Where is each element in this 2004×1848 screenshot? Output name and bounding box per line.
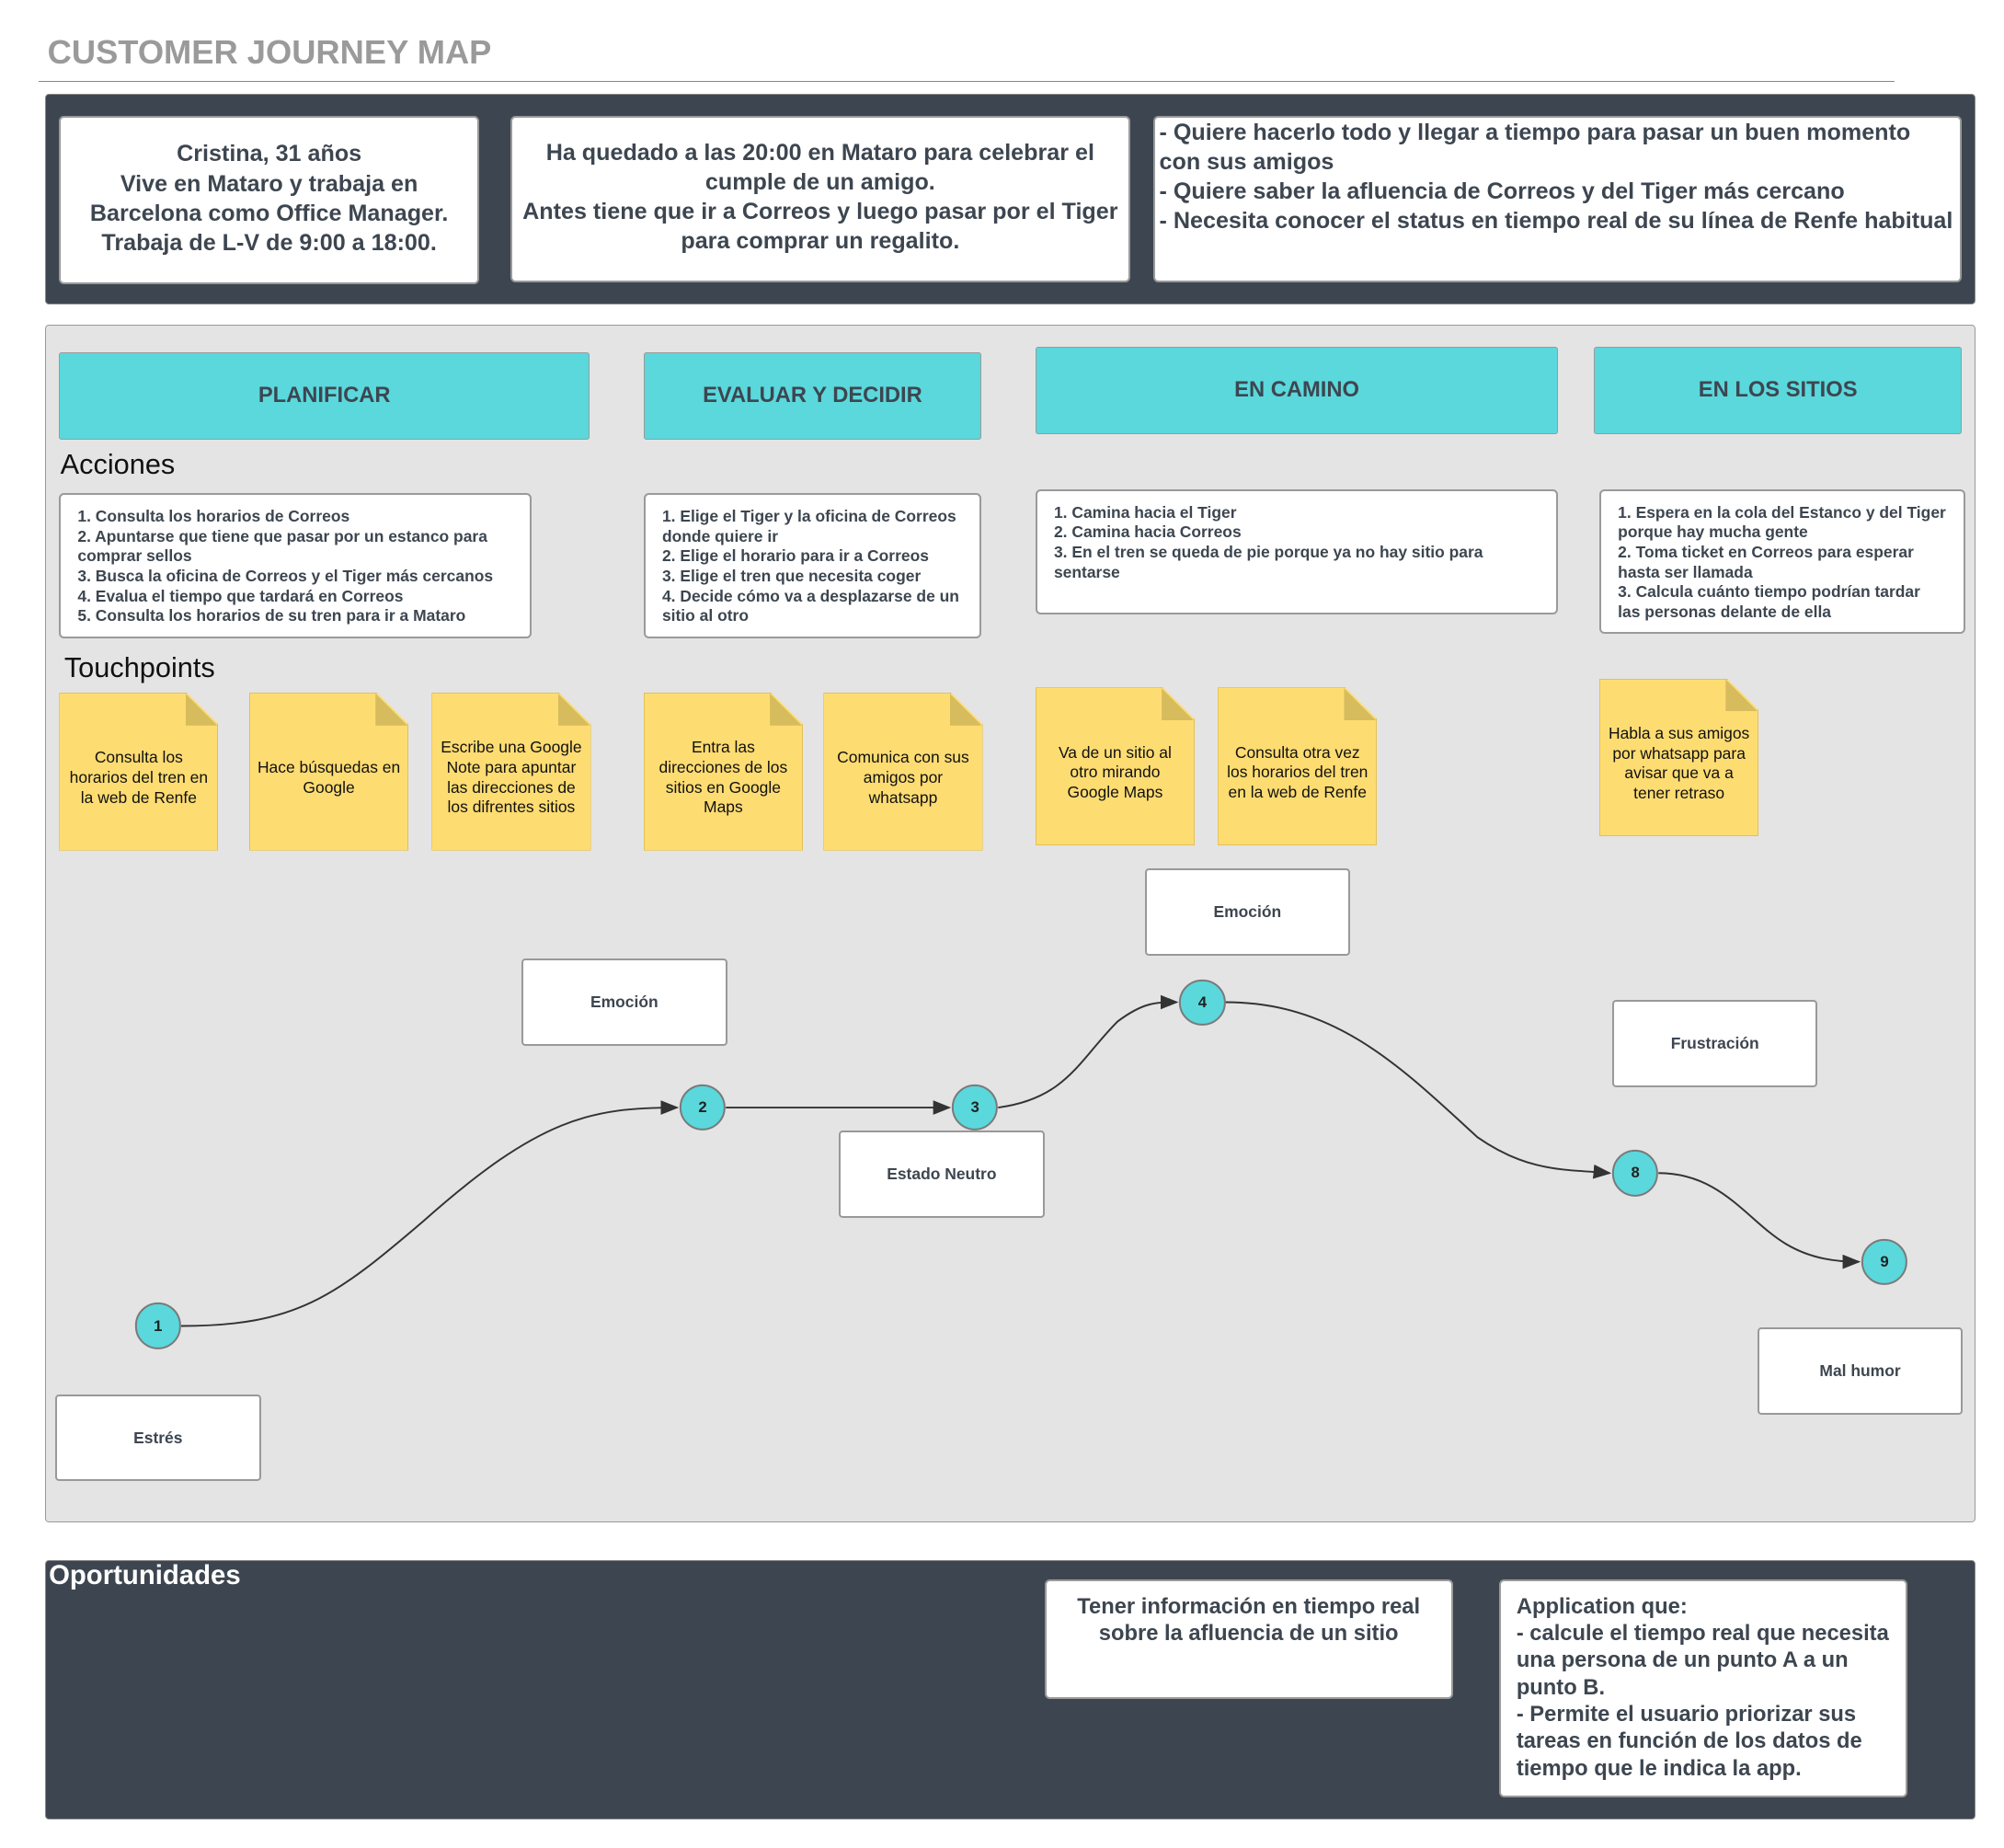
note-text: Comunica con sus amigos por whatsapp: [837, 748, 969, 807]
journey-node: 3: [952, 1084, 999, 1131]
touchpoint-note: Va de un sitio al otro mirando Google Ma…: [1035, 687, 1196, 846]
emotion-emocion: Emoción: [521, 958, 727, 1046]
page-title: CUSTOMER JOURNEY MAP: [47, 33, 492, 72]
note-text: Escribe una Google Note para apuntar las…: [441, 738, 582, 817]
journey-node: 4: [1179, 979, 1226, 1026]
opportunity-card: Application que: - calcule el tiempo rea…: [1499, 1578, 1908, 1798]
actions-evaluar: 1. Elige el Tiger y la oficina de Correo…: [643, 493, 982, 639]
note-text: Hace búsquedas en Google: [257, 758, 401, 797]
actions-en-camino: 1. Camina hacia el Tiger 2. Camina hacia…: [1035, 489, 1559, 614]
stage-en-camino: EN CAMINO: [1035, 347, 1559, 435]
journey-node: 8: [1611, 1150, 1659, 1197]
journey-node: 2: [679, 1084, 727, 1131]
note-text: Habla a sus amigos por whatsapp para avi…: [1608, 724, 1750, 803]
oportunidades-label: Oportunidades: [49, 1559, 241, 1590]
acciones-label: Acciones: [60, 448, 176, 481]
emotion-emocion: Emoción: [1144, 868, 1351, 957]
journey-node: 9: [1861, 1238, 1908, 1285]
stage-en-los-sitios: EN LOS SITIOS: [1594, 347, 1962, 435]
emotion-frustracion: Frustración: [1611, 999, 1818, 1087]
touchpoint-note: Consulta los horarios del tren en la web…: [59, 692, 219, 851]
persona-scenario: Ha quedado a las 20:00 en Mataro para ce…: [510, 115, 1131, 283]
note-text: Consulta otra vez los horarios del tren …: [1227, 742, 1368, 801]
curve-segment-1-2: [180, 1100, 680, 1327]
emotion-estres: Estrés: [55, 1394, 261, 1482]
emotion-mal-humor: Mal humor: [1757, 1326, 1964, 1415]
touchpoint-note: Habla a sus amigos por whatsapp para avi…: [1599, 678, 1759, 837]
actions-en-los-sitios: 1. Espera en la cola del Estanco y del T…: [1599, 489, 1966, 634]
touchpoint-note: Entra las direcciones de los sitios en G…: [643, 692, 803, 851]
journey-node: 1: [134, 1303, 181, 1349]
note-text: Consulta los horarios del tren en la web…: [69, 748, 209, 807]
curve-segment-3-4: [998, 994, 1179, 1109]
divider: [38, 80, 1895, 83]
stage-planificar: PLANIFICAR: [59, 351, 590, 440]
note-text: Va de un sitio al otro mirando Google Ma…: [1058, 742, 1172, 801]
emotion-neutro: Estado Neutro: [839, 1131, 1045, 1219]
touchpoint-note: Hace búsquedas en Google: [248, 692, 409, 851]
curve-segment-8-9: [1658, 1172, 1861, 1269]
opportunity-card: Tener información en tiempo real sobre l…: [1044, 1578, 1453, 1699]
persona-goals: - Quiere hacerlo todo y llegar a tiempo …: [1153, 115, 1962, 283]
touchpoint-note: Comunica con sus amigos por whatsapp: [823, 692, 983, 851]
stage-evaluar: EVALUAR Y DECIDIR: [643, 351, 982, 440]
actions-planificar: 1. Consulta los horarios de Correos 2. A…: [59, 493, 532, 639]
note-text: Entra las direcciones de los sitios en G…: [658, 738, 788, 817]
curve-segment-4-8: [1225, 1001, 1612, 1179]
touchpoints-label: Touchpoints: [63, 651, 215, 684]
touchpoint-note: Consulta otra vez los horarios del tren …: [1218, 687, 1378, 846]
persona-profile: Cristina, 31 años Vive en Mataro y traba…: [59, 115, 479, 284]
